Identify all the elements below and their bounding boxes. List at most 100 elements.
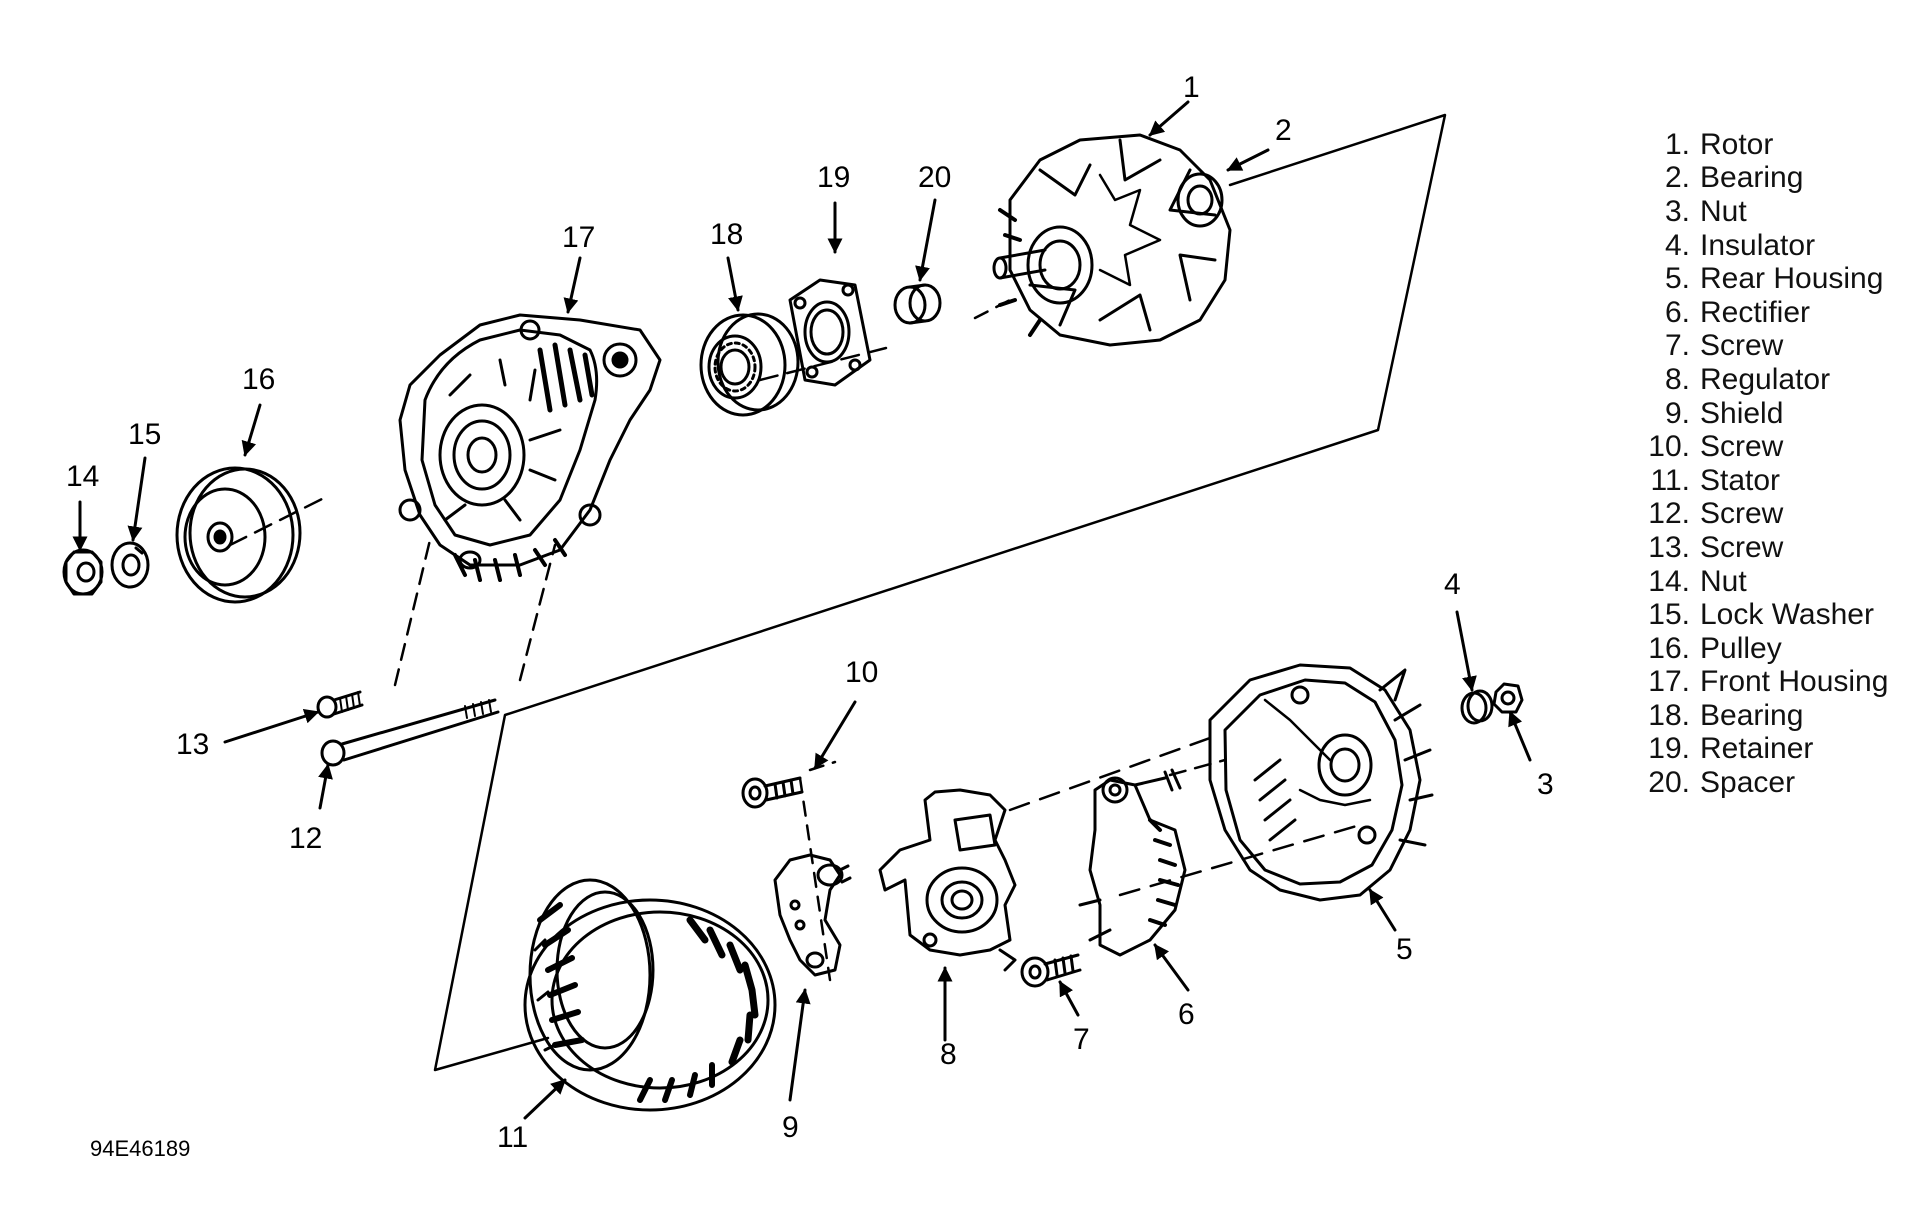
retainer-19-part xyxy=(788,278,872,387)
assembly-axis-lines xyxy=(228,113,1447,1072)
legend-dot: . xyxy=(1681,295,1690,329)
legend-dot: . xyxy=(1681,698,1690,732)
legend-number: 1 xyxy=(1664,127,1682,161)
callout-11: 11 xyxy=(497,1121,529,1154)
legend-row: 11.Stator xyxy=(1628,464,1928,498)
callout-16: 16 xyxy=(242,363,276,396)
legend-dot: . xyxy=(1681,262,1690,296)
legend-number: 20 xyxy=(1648,766,1682,800)
legend-row: 1. Rotor xyxy=(1628,128,1928,162)
legend-part-name: Screw xyxy=(1700,530,1784,564)
screw-7-part xyxy=(1020,953,1082,988)
stator-11-part xyxy=(523,878,777,1112)
callout-20: 20 xyxy=(918,161,952,194)
legend-part-name: Regulator xyxy=(1700,362,1831,396)
callout-14: 14 xyxy=(66,460,100,493)
parts-legend: 1.Rotor 2.Bearing 3.Nut 4.Insulator 5.Re… xyxy=(1628,128,1928,800)
legend-part-name: Pulley xyxy=(1700,631,1782,665)
callout-5: 5 xyxy=(1396,933,1413,966)
legend-number: 13 xyxy=(1648,530,1682,564)
rectifier-6-part xyxy=(1078,768,1187,957)
legend-row: 13.Screw xyxy=(1628,531,1928,565)
shield-9-part xyxy=(773,853,852,977)
legend-row: 7.Screw xyxy=(1628,329,1928,364)
legend-number: 2 xyxy=(1664,161,1682,195)
callout-3: 3 xyxy=(1537,768,1554,801)
legend-part-name: Nut xyxy=(1700,194,1747,228)
screw-12-part xyxy=(320,698,500,767)
lock-washer-15-part xyxy=(110,541,150,589)
callout-10: 10 xyxy=(845,656,879,689)
legend-number: 4 xyxy=(1664,228,1682,262)
legend-dot: . xyxy=(1681,631,1690,665)
legend-row: 6.Rectifier xyxy=(1628,296,1928,330)
legend-part-name: Rear Housing xyxy=(1700,262,1884,296)
callout-12: 12 xyxy=(289,822,323,855)
legend-number: 6 xyxy=(1664,295,1682,329)
legend-part-name: Retainer xyxy=(1700,732,1814,766)
callout-7: 7 xyxy=(1073,1023,1090,1056)
legend-row: 12. Screw xyxy=(1628,497,1928,532)
insulator-4-part xyxy=(1460,689,1494,725)
legend-row: 18. Bearing xyxy=(1628,699,1928,733)
legend-dot: . xyxy=(1681,564,1690,598)
legend-part-name: Screw xyxy=(1700,430,1784,464)
legend-dot: . xyxy=(1681,598,1690,632)
legend-row: 4.Insulator xyxy=(1628,229,1928,263)
legend-row: 17. Front Housing xyxy=(1628,665,1928,700)
rotor-1-part xyxy=(992,133,1232,347)
legend-row: 8. Regulator xyxy=(1628,363,1928,397)
legend-number: 17 xyxy=(1648,665,1682,699)
legend-row: 19.Retainer xyxy=(1628,732,1928,767)
legend-row: 2.Bearing xyxy=(1628,161,1928,196)
legend-number: 18 xyxy=(1648,698,1682,732)
callout-2: 2 xyxy=(1275,114,1292,147)
legend-row: 16. Pulley xyxy=(1628,632,1928,666)
legend-row: 3. Nut xyxy=(1628,195,1928,229)
legend-number: 9 xyxy=(1664,396,1682,430)
legend-dot: . xyxy=(1681,430,1690,464)
screw-13-part xyxy=(316,690,364,719)
legend-dot: . xyxy=(1681,127,1690,161)
regulator-8-part xyxy=(878,788,1017,972)
legend-number: 8 xyxy=(1664,362,1682,396)
legend-number: 19 xyxy=(1648,732,1682,766)
legend-dot: . xyxy=(1681,396,1690,430)
legend-part-name: Spacer xyxy=(1700,766,1796,800)
callout-8: 8 xyxy=(940,1038,957,1071)
legend-part-name: Insulator xyxy=(1700,228,1816,262)
legend-row: 15. Lock Washer xyxy=(1628,598,1928,632)
legend-part-name: Rotor xyxy=(1700,127,1774,161)
legend-part-name: Screw xyxy=(1700,497,1784,531)
callout-17: 17 xyxy=(562,221,596,254)
legend-dot: . xyxy=(1681,665,1690,699)
legend-part-name: Front Housing xyxy=(1700,665,1889,699)
legend-dot: . xyxy=(1681,766,1690,800)
legend-dot: . xyxy=(1681,463,1690,497)
legend-dot: . xyxy=(1681,497,1690,531)
legend-number: 15 xyxy=(1648,598,1682,632)
legend-number: 14 xyxy=(1648,564,1682,598)
callout-9: 9 xyxy=(782,1111,799,1144)
legend-part-name: Bearing xyxy=(1700,698,1804,732)
legend-number: 3 xyxy=(1664,194,1682,228)
legend-part-name: Bearing xyxy=(1700,161,1804,195)
rear-housing-5-part xyxy=(1208,663,1434,902)
figure-code: 94E46189 xyxy=(90,1136,191,1161)
legend-number: 12 xyxy=(1648,497,1682,531)
legend-number: 10 xyxy=(1648,430,1682,464)
front-housing-17-part xyxy=(398,313,662,582)
legend-dot: . xyxy=(1681,362,1690,396)
legend-number: 16 xyxy=(1648,631,1682,665)
legend-row: 9.Shield xyxy=(1628,397,1928,431)
legend-row: 14.Nut xyxy=(1628,565,1928,599)
legend-part-name: Lock Washer xyxy=(1700,598,1874,632)
callout-6: 6 xyxy=(1178,998,1195,1031)
spacer-20-part xyxy=(893,283,942,325)
legend-number: 11 xyxy=(1650,463,1682,497)
callout-19: 19 xyxy=(817,161,851,194)
callout-15: 15 xyxy=(128,418,162,451)
legend-dot: . xyxy=(1681,194,1690,228)
callout-18: 18 xyxy=(710,218,744,251)
